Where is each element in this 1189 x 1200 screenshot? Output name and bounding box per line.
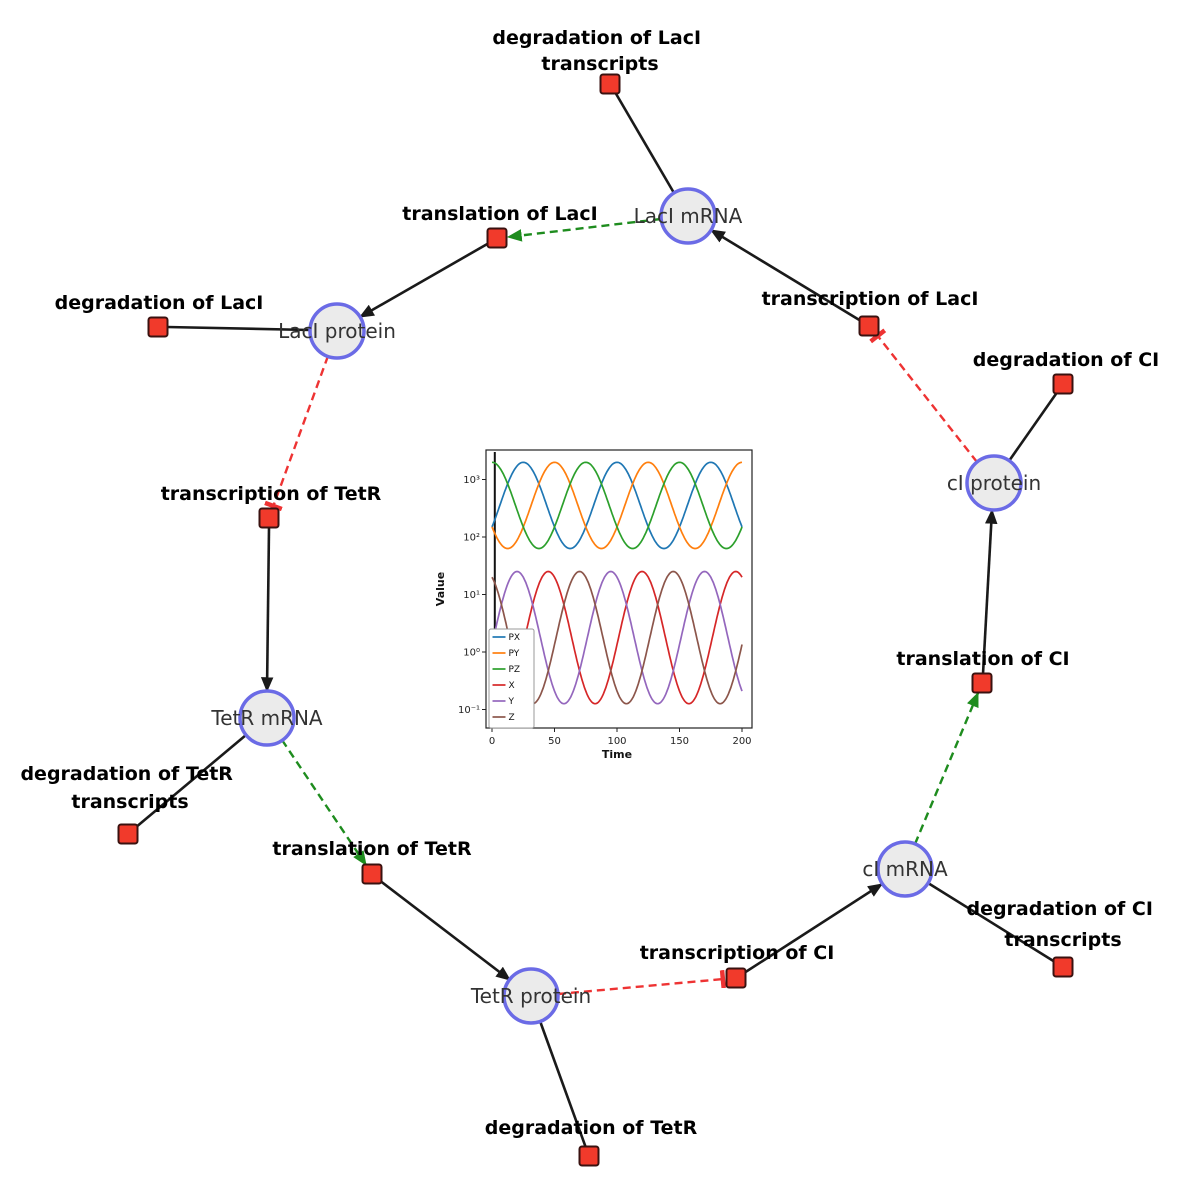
edges-layer [134, 91, 1060, 1149]
chart-series-X [491, 570, 743, 705]
reaction-node-degradation-of-tetr-transcripts[interactable] [117, 823, 139, 845]
reaction-square[interactable] [858, 315, 880, 337]
reaction-node-degradation-of-ci-transcripts[interactable] [1052, 956, 1074, 978]
edge-tetr-mrna-to-deg-tetr-transcripts [134, 734, 247, 829]
edge-transcription-laci-to-laci-mrna [709, 228, 862, 323]
x-axis-title: Time [602, 748, 632, 761]
y-tick-label: 10⁰ [463, 648, 480, 659]
reaction-label-degradation-of-ci: degradation of CI [973, 349, 1159, 371]
reaction-node-translation-of-tetr[interactable] [361, 863, 383, 885]
y-tick-label: 10¹ [463, 590, 480, 601]
reaction-label-transcription-of-tetr: transcription of TetR [161, 483, 382, 505]
edge-laci-protein-to-deg-laci [166, 325, 311, 332]
reaction-label-degradation-of-tetr: degradation of TetR [485, 1117, 698, 1139]
species-circle[interactable] [876, 840, 934, 898]
species-node-ci-protein[interactable]: cI protein [947, 454, 1041, 512]
reaction-label-transcription-of-ci: transcription of CI [640, 942, 835, 964]
reactions-layer: degradation of LacI transcripts translat… [20, 27, 1159, 1167]
legend-label-py: PY [509, 649, 520, 659]
species-label-laci-mrna: LacI mRNA [634, 204, 743, 228]
y-tick-label: 10³ [463, 475, 480, 486]
y-tick-label: 10² [463, 533, 480, 544]
reaction-square[interactable] [361, 863, 383, 885]
legend-label-y: Y [508, 697, 515, 707]
species-label-laci-protein: LacI protein [278, 319, 396, 343]
species-label-ci-mrna: cI mRNA [862, 857, 948, 881]
reaction-node-degradation-of-tetr[interactable] [578, 1145, 600, 1167]
reaction-square[interactable] [1052, 373, 1074, 395]
species-circle[interactable] [238, 689, 296, 747]
edge-laci-mrna-to-deg-laci-transcripts [613, 91, 676, 194]
edge-ci-protein-inhibits-transcription-laci [869, 328, 978, 463]
reaction-label-translation-of-laci: translation of LacI [402, 203, 597, 225]
reaction-square[interactable] [725, 967, 747, 989]
reaction-square[interactable] [486, 227, 508, 249]
x-tick-label: 200 [732, 736, 751, 747]
legend-label-z: Z [509, 713, 515, 723]
species-label-tetr-mrna: TetR mRNA [210, 706, 323, 730]
reaction-square[interactable] [599, 73, 621, 95]
reaction-square[interactable] [117, 823, 139, 845]
x-tick-label: 50 [548, 736, 561, 747]
reaction-node-transcription-of-tetr[interactable] [258, 507, 280, 529]
edge-ci-mrna-to-deg-ci-transcripts [927, 881, 1056, 964]
species-node-tetr-mrna[interactable]: TetR mRNA [210, 689, 323, 747]
legend-label-pz: PZ [509, 665, 521, 675]
reaction-label-degradation-of-ci-transcripts: degradation of CI transcripts [966, 898, 1159, 951]
species-label-ci-protein: cI protein [947, 471, 1041, 495]
plot-border [485, 449, 753, 729]
species-layer: LacI mRNA LacI protein TetR mRNA TetR pr… [210, 187, 1041, 1025]
reaction-node-transcription-of-laci[interactable] [858, 315, 880, 337]
species-label-tetr-protein: TetR protein [470, 984, 591, 1008]
edge-translation-tetr-to-tetr-protein [378, 878, 511, 982]
legend-label-px: PX [509, 633, 521, 643]
edge-ci-mrna-to-translation-ci [913, 691, 980, 845]
chart-series-PZ [491, 461, 743, 550]
x-tick-label: 0 [489, 736, 495, 747]
chart-legend: PX PY PZ X Y Z [488, 628, 535, 729]
species-node-ci-mrna[interactable]: cI mRNA [862, 840, 948, 898]
edge-transcription-tetr-to-tetr-mrna [260, 527, 274, 693]
reaction-node-transcription-of-ci[interactable] [725, 967, 747, 989]
reaction-label-transcription-of-laci: transcription of LacI [762, 288, 979, 310]
species-circle[interactable] [659, 187, 717, 245]
edge-laci-protein-inhibits-transcription-tetr [264, 355, 330, 512]
edge-translation-laci-to-laci-protein [358, 241, 490, 319]
reaction-square[interactable] [971, 672, 993, 694]
chart-series-PX [491, 461, 743, 550]
reaction-label-degradation-of-laci-transcripts: degradation of LacI transcripts [492, 27, 707, 75]
time-series-chart: 10³ 10² 10¹ 10⁰ 10⁻¹ 0 50 100 150 200 Ti… [434, 449, 753, 761]
reaction-node-degradation-of-ci[interactable] [1052, 373, 1074, 395]
x-tick-label: 100 [607, 736, 626, 747]
edge-ci-protein-to-deg-ci [1007, 390, 1060, 462]
edge-tetr-protein-inhibits-transcription-ci [557, 969, 726, 996]
y-tick-label: 10⁻¹ [458, 705, 480, 716]
species-circle[interactable] [965, 454, 1023, 512]
chart-series-Y [491, 570, 743, 705]
reaction-label-translation-of-tetr: translation of TetR [272, 838, 472, 860]
species-circle[interactable] [502, 967, 560, 1025]
chart-series-PY [491, 461, 743, 550]
reaction-label-translation-of-ci: translation of CI [896, 648, 1069, 670]
reaction-square[interactable] [1052, 956, 1074, 978]
reaction-node-translation-of-ci[interactable] [971, 672, 993, 694]
edge-transcription-ci-to-ci-mrna [743, 882, 884, 975]
reaction-node-translation-of-laci[interactable] [486, 227, 508, 249]
x-tick-label: 150 [670, 736, 689, 747]
reaction-square[interactable] [147, 316, 169, 338]
species-node-laci-mrna[interactable]: LacI mRNA [634, 187, 743, 245]
y-axis-title: Value [434, 572, 447, 606]
species-node-tetr-protein[interactable]: TetR protein [470, 967, 591, 1025]
reaction-label-degradation-of-tetr-transcripts: degradation of TetR transcripts [20, 763, 239, 813]
reaction-node-degradation-of-laci-transcripts[interactable] [599, 73, 621, 95]
reaction-square[interactable] [578, 1145, 600, 1167]
species-circle[interactable] [308, 302, 366, 360]
reaction-square[interactable] [258, 507, 280, 529]
reaction-label-degradation-of-laci: degradation of LacI [55, 292, 264, 314]
edge-translation-ci-to-ci-protein [981, 508, 998, 675]
reaction-node-degradation-of-laci[interactable] [147, 316, 169, 338]
edge-tetr-protein-to-deg-tetr [538, 1020, 588, 1149]
legend-label-x: X [509, 681, 515, 691]
species-node-laci-protein[interactable]: LacI protein [278, 302, 396, 360]
